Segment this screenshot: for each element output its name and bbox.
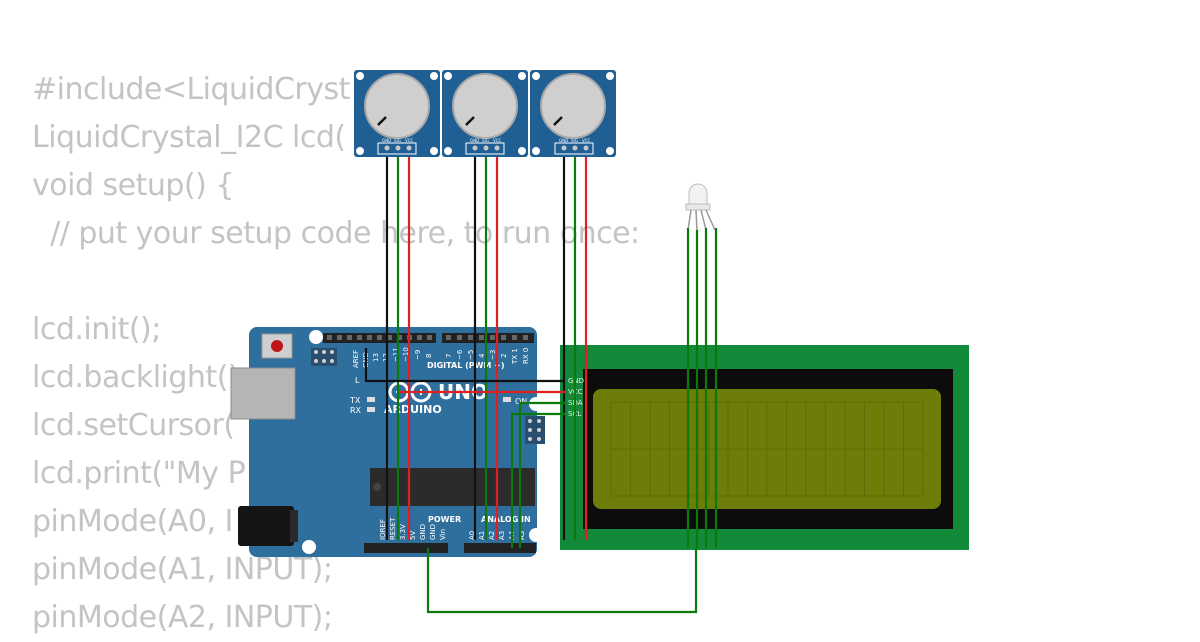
pot1-pin-label: VCC xyxy=(405,138,414,143)
digital-pin-label: 13 xyxy=(372,353,380,362)
power-pin-label: RESET xyxy=(389,517,397,540)
potentiometer-1[interactable]: GND SIG VCC xyxy=(354,70,440,157)
power-jack xyxy=(238,506,298,546)
pot3-pin-label: GND xyxy=(559,138,568,143)
arduino-text: ARDUINO xyxy=(384,403,442,416)
digital-pin-label: RX 0 xyxy=(522,348,530,364)
digital-pin-label: 7 xyxy=(445,354,453,358)
analog-pin-label: A2 xyxy=(488,531,496,540)
tx-led xyxy=(367,397,375,402)
power-pin-label: GND xyxy=(419,524,427,540)
pot2-pin-label: VCC xyxy=(493,138,502,143)
usb-connector xyxy=(230,367,296,420)
code-line: lcd.backlight() xyxy=(32,360,240,395)
analog-pin-label: A3 xyxy=(498,531,506,540)
pot3-pin-label: VCC xyxy=(582,138,591,143)
digital-pin-label: ~5 xyxy=(467,350,475,360)
code-line: pinMode(A1, INPUT); xyxy=(32,552,333,587)
led-l-label: L xyxy=(355,376,360,385)
code-line: lcd.init(); xyxy=(32,312,161,347)
wire-lcd-sda xyxy=(518,401,565,548)
power-pin-label: 3.3V xyxy=(399,524,407,540)
analog-header xyxy=(464,543,536,553)
code-line: pinMode(A0, I xyxy=(32,504,233,539)
power-led xyxy=(503,397,511,402)
code-line: pinMode(A2, INPUT); xyxy=(32,600,333,635)
digital-pin-label: ~10 xyxy=(402,347,410,362)
reset-button[interactable] xyxy=(261,333,293,359)
pot2-pin-label: GND xyxy=(470,138,479,143)
digital-pin-label: ~11 xyxy=(392,347,400,362)
digital-label: DIGITAL (PWM ~) xyxy=(427,361,505,370)
digital-pin-label: ~6 xyxy=(456,349,464,360)
icsp-header-top xyxy=(311,348,337,366)
wire-bottom-loop xyxy=(426,548,698,614)
tx-label: TX xyxy=(349,396,361,405)
analog-pin-label: A1 xyxy=(478,531,486,540)
wire-lcd-scl xyxy=(510,412,565,548)
digital-pin-label: ~9 xyxy=(414,350,422,360)
digital-pin-label: TX 1 xyxy=(511,348,519,365)
power-label: POWER xyxy=(428,515,461,524)
digital-pin-label: ~3 xyxy=(489,350,497,360)
code-line: // put your setup code here, to run once… xyxy=(32,216,640,251)
code-line: #include<LiquidCryst xyxy=(32,72,350,107)
icsp-header-right xyxy=(525,416,545,444)
digital-pin-label: AREF xyxy=(352,350,360,368)
digital-header-b xyxy=(442,333,534,343)
rgb-led[interactable] xyxy=(685,183,716,233)
digital-pin-label: 4 xyxy=(478,353,486,358)
power-header xyxy=(364,543,448,553)
lcd-i2c-module[interactable]: GND VCC SDA SCL xyxy=(560,345,969,550)
power-pin-label: Vin xyxy=(439,529,447,540)
power-pin-label: IOREF xyxy=(379,519,387,540)
potentiometer-2[interactable]: GND SIG VCC xyxy=(442,70,528,157)
pot3-pin-label: SIG xyxy=(571,138,578,143)
on-label: ON xyxy=(515,397,527,406)
wire-lcd-gnd xyxy=(364,348,565,383)
analog-pin-label: A0 xyxy=(468,531,476,540)
potentiometer-3[interactable]: GND SIG VCC xyxy=(530,70,616,157)
rx-led xyxy=(367,407,375,412)
digital-pin-label: 8 xyxy=(425,354,433,358)
analog-pin-label: A5 xyxy=(518,531,526,540)
digital-pin-label: 2 xyxy=(500,354,508,358)
pot1-pin-label: GND xyxy=(382,138,391,143)
analog-in-label: ANALOG IN xyxy=(481,515,531,524)
pot2-pin-label: SIG xyxy=(482,138,489,143)
rx-label: RX xyxy=(350,406,362,415)
power-pin-label: 5V xyxy=(409,531,417,540)
wires xyxy=(364,150,718,614)
atmega-chip xyxy=(370,468,535,506)
code-line: LiquidCrystal_I2C lcd( xyxy=(32,120,346,155)
code-line: lcd.print("My P xyxy=(32,456,246,491)
pot1-pin-label: SIG xyxy=(394,138,401,143)
code-line: void setup() { xyxy=(32,168,234,203)
power-pin-label: GND xyxy=(429,524,437,540)
code-line: lcd.setCursor( xyxy=(32,408,235,443)
